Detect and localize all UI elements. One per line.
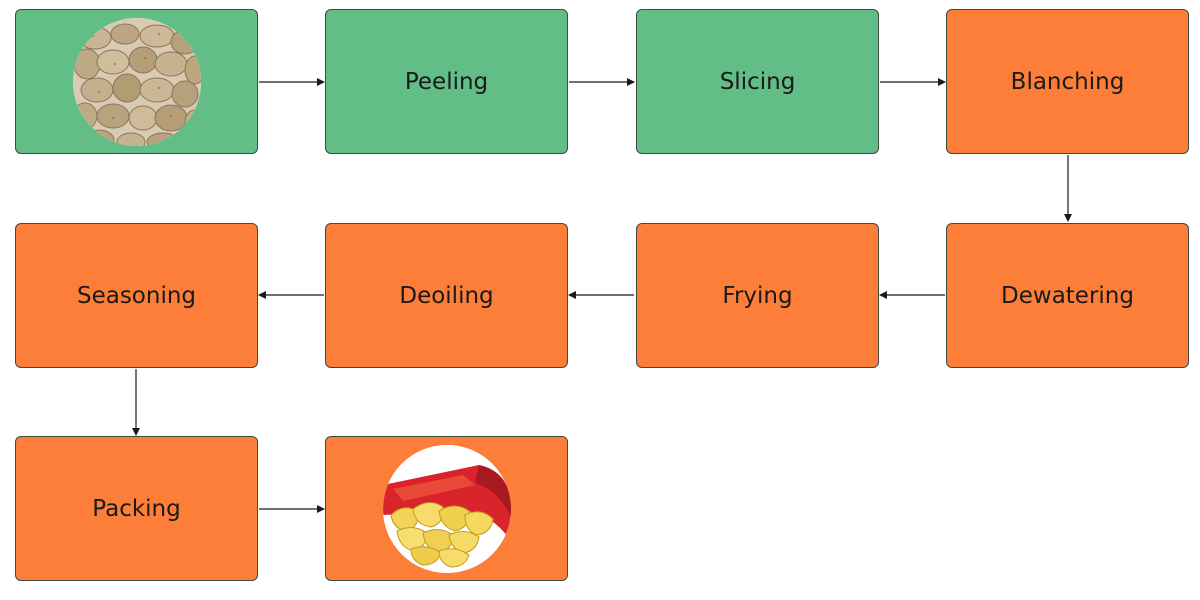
blanching-step: Blanching: [946, 9, 1189, 154]
frying-step: Frying: [636, 223, 879, 368]
peeling-label: Peeling: [404, 68, 489, 95]
peeling-step: Peeling: [325, 9, 568, 154]
slicing-label: Slicing: [719, 68, 796, 95]
dewatering-label: Dewatering: [1001, 282, 1134, 309]
packing-step: Packing: [15, 436, 258, 581]
slicing-step: Slicing: [636, 9, 879, 154]
blanching-label: Blanching: [1010, 68, 1125, 95]
packing-label: Packing: [92, 495, 181, 522]
deoiling-step: Deoiling: [325, 223, 568, 368]
frying-label: Frying: [722, 282, 793, 309]
raw-potatoes-icon: [72, 17, 201, 146]
start-raw-potatoes-box: [15, 9, 258, 154]
end-potato-chips-box: [325, 436, 568, 581]
potato-chips-icon: [382, 444, 511, 573]
seasoning-step: Seasoning: [15, 223, 258, 368]
seasoning-label: Seasoning: [76, 282, 197, 309]
dewatering-step: Dewatering: [946, 223, 1189, 368]
deoiling-label: Deoiling: [399, 282, 494, 309]
